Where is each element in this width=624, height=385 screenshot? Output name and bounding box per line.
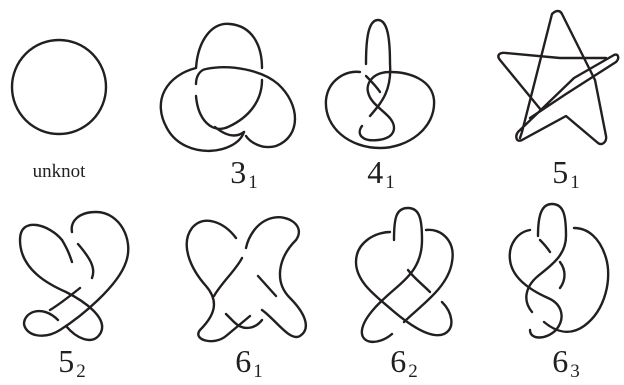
unknot-diagram [12,40,106,134]
label-5-1-crossings: 5 [552,154,568,190]
label-6-3-crossings: 6 [552,343,568,379]
label-4-1-crossings: 4 [367,154,383,190]
knot-6-3-strand-a [526,204,566,312]
label-5-1-index: 1 [570,172,580,193]
label-5-2-crossings: 5 [58,343,74,379]
knot-5-2-strand-a [20,225,102,340]
trefoil-3-1-diagram [161,24,295,151]
knot-5-2-strand-b [24,212,128,336]
trefoil-strand-a [161,24,262,151]
cinquefoil-outline [516,11,618,144]
knot-6-2-strand-c [408,270,430,292]
knot-6-1-strand-c [214,258,276,328]
figure-eight-strand-b [326,72,434,148]
label-5-2-index: 2 [76,361,86,382]
knot-6-2-diagram [356,208,453,342]
label-6-2-crossings: 6 [390,343,406,379]
unknot-loop [12,40,106,134]
cinquefoil-inner [498,53,606,110]
knot-6-1-diagram [187,217,306,341]
label-6-2-index: 2 [408,361,418,382]
label-unknot-text: unknot [33,161,86,182]
knot-6-1-strand-a [187,221,250,341]
knot-6-1-strand-b [246,217,306,337]
label-6-1-index: 1 [253,361,263,382]
label-unknot: unknot [33,162,86,181]
cinquefoil-5-1-diagram [498,11,618,144]
trefoil-strand-c [196,67,295,147]
figure-eight-strand-a [366,20,390,116]
figure-eight-4-1-diagram [326,20,434,148]
knot-6-2-strand-b [356,230,453,335]
label-3-1-crossings: 3 [230,154,246,190]
knot-6-3-diagram [510,204,608,338]
knot-6-3-strand-b [510,228,608,338]
label-3-1-index: 1 [248,172,258,193]
label-6-3-index: 3 [570,361,580,382]
knot-5-2-diagram [20,212,128,340]
trefoil-strand-b [196,80,262,129]
label-4-1-index: 1 [385,172,395,193]
knot-5-2-strand-c [50,240,93,310]
label-6-1-crossings: 6 [235,343,251,379]
